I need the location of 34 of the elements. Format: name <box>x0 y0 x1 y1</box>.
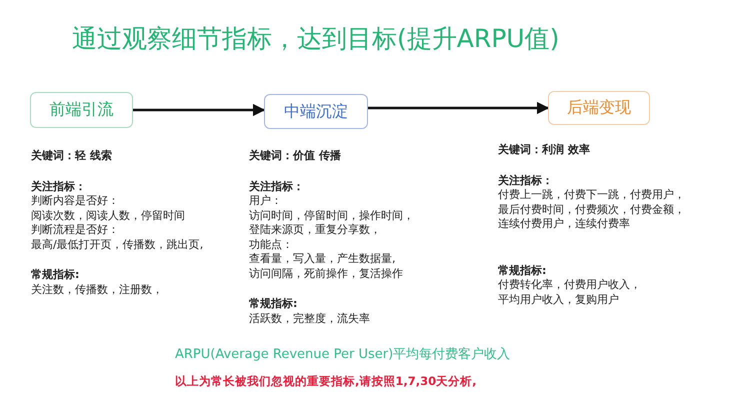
metric-list: 付费转化率，付费用户收入， <box>498 278 641 292</box>
metric-list: 付费上一跳，付费下一跳，付费用户， <box>498 188 685 202</box>
stage-label: 后端变现 <box>566 98 632 118</box>
analysis-note: 以上为常长被我们忽视的重要指标,请按照1,7,30天分析, <box>175 374 476 389</box>
metric-list: 关注数，传播数，注册数， <box>31 282 163 296</box>
metric-list: 查看量，写入量，产生数据量, <box>249 252 396 266</box>
stage-label: 中端沉淀 <box>283 101 349 122</box>
metric-heading: 关注指标： <box>498 174 553 188</box>
metric-list: 访问间隔，死前操作，复活操作 <box>249 266 403 280</box>
metric-list: 用户： <box>249 194 282 208</box>
metric-list: 最后付费时间，付费频次，付费金额， <box>498 202 685 216</box>
metric-heading: 关键词：轻 线索 <box>31 149 112 163</box>
arrow <box>133 104 266 116</box>
metric-list: 阅读次数，阅读人数，停留时间 <box>31 208 185 222</box>
metric-heading: 关注指标： <box>31 180 86 194</box>
metric-list: 功能点： <box>249 238 293 252</box>
metric-heading: 关注指标： <box>249 180 304 194</box>
metric-list: 登陆来源页，重复分享数， <box>249 223 381 237</box>
metric-heading: 关键词：价值 传播 <box>249 149 341 163</box>
stage-label: 前端引流 <box>48 100 114 120</box>
metric-heading: 常规指标: <box>498 264 546 278</box>
metric-list: 判断流程是否好： <box>31 223 119 237</box>
metric-list: 平均用户收入，复购用户 <box>498 292 619 306</box>
title: 通过观察细节指标，达到目标(提升ARPU值) <box>72 23 560 55</box>
arrow <box>368 102 550 114</box>
definition-note: ARPU(Average Revenue Per User)平均每付费客户收入 <box>175 346 510 363</box>
metric-list: 最高/最低打开页，传播数，跳出页, <box>31 238 204 252</box>
metric-list: 访问时间，停留时间，操作时间， <box>249 208 414 222</box>
metric-list: 连续付费用户，连续付费率 <box>498 217 630 231</box>
metric-list: 活跃数，完整度，流失率 <box>249 312 370 326</box>
metric-list: 判断内容是否好： <box>31 194 119 208</box>
metric-heading: 常规指标: <box>249 297 298 311</box>
metric-heading: 关键词：利润 效率 <box>498 143 590 157</box>
metric-heading: 常规指标: <box>31 268 80 282</box>
